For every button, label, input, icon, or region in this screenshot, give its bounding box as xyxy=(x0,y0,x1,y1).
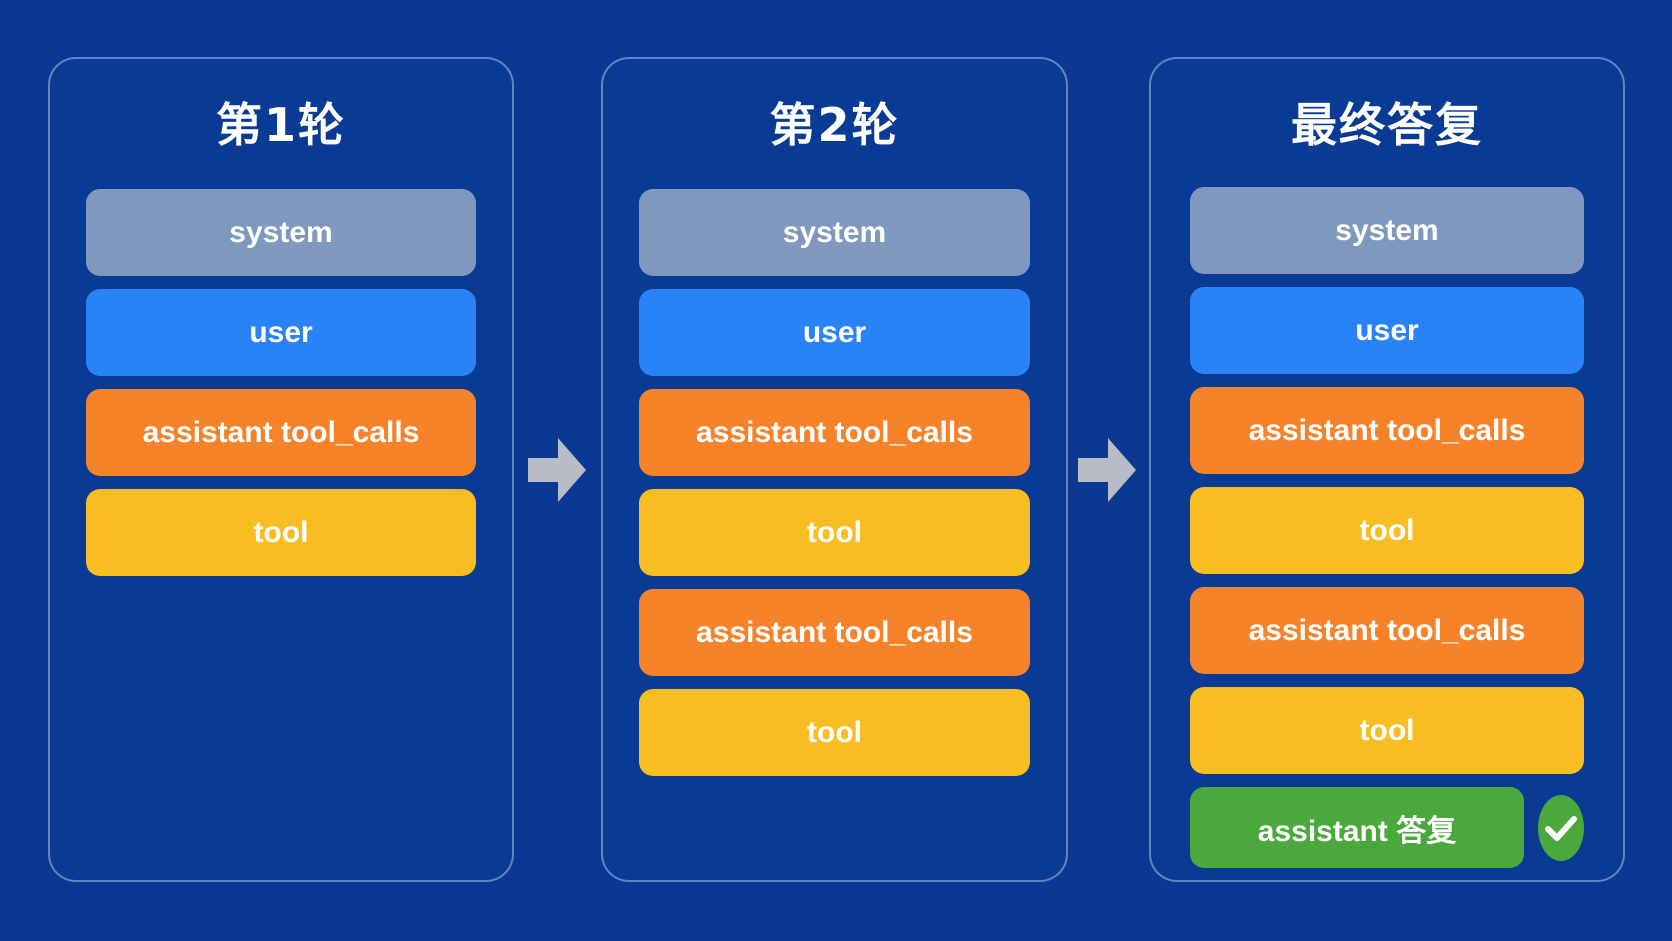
message-list: system user assistant tool_calls tool as… xyxy=(639,189,1030,776)
panel-title: 第2轮 xyxy=(769,98,900,152)
message-list: system user assistant tool_calls tool as… xyxy=(1190,187,1584,868)
message-user: user xyxy=(1190,287,1584,374)
check-icon-glyph xyxy=(1545,815,1577,841)
panel-round-2: 第2轮 system user assistant tool_calls too… xyxy=(601,57,1068,882)
message-list: system user assistant tool_calls tool xyxy=(86,189,476,576)
final-reply-row: assistant 答复 xyxy=(1190,787,1584,868)
panel-round-1: 第1轮 system user assistant tool_calls too… xyxy=(48,57,514,882)
panel-final-reply: 最终答复 system user assistant tool_calls to… xyxy=(1149,57,1625,882)
message-assistant-tool-calls: assistant tool_calls xyxy=(1190,587,1584,674)
panel-title: 第1轮 xyxy=(215,98,346,152)
arrow-shape xyxy=(1078,438,1136,502)
message-assistant-tool-calls: assistant tool_calls xyxy=(639,389,1030,476)
message-assistant-tool-calls: assistant tool_calls xyxy=(639,589,1030,676)
message-user: user xyxy=(86,289,476,376)
message-tool: tool xyxy=(639,489,1030,576)
message-tool: tool xyxy=(639,689,1030,776)
message-assistant-tool-calls: assistant tool_calls xyxy=(86,389,476,476)
message-assistant-reply: assistant 答复 xyxy=(1190,787,1524,868)
message-system: system xyxy=(86,189,476,276)
arrow-right-icon xyxy=(1078,438,1136,502)
check-icon xyxy=(1538,794,1584,861)
message-tool: tool xyxy=(1190,687,1584,774)
arrow-right-icon xyxy=(528,438,586,502)
message-tool: tool xyxy=(1190,487,1584,574)
message-user: user xyxy=(639,289,1030,376)
message-assistant-tool-calls: assistant tool_calls xyxy=(1190,387,1584,474)
message-tool: tool xyxy=(86,489,476,576)
arrow-shape xyxy=(528,438,586,502)
message-system: system xyxy=(639,189,1030,276)
panel-title: 最终答复 xyxy=(1291,98,1483,152)
message-system: system xyxy=(1190,187,1584,274)
